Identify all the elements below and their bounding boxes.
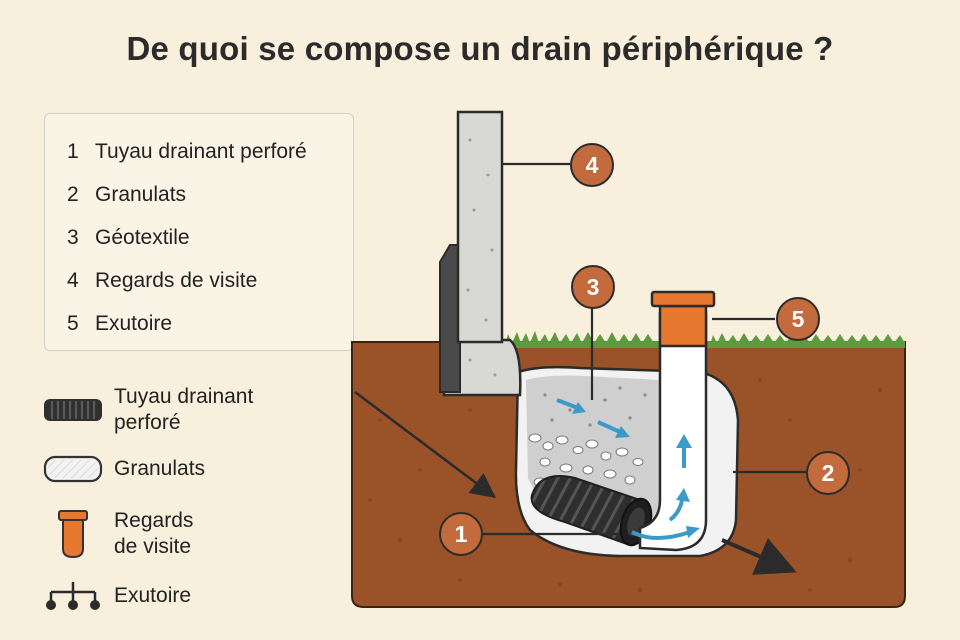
page-title: De quoi se compose un drain périphérique… [126,30,834,67]
callout-3: 3 [571,265,615,309]
legend-label: Granulats [114,457,206,480]
component-item-5: 5 Exutoire [67,312,172,336]
component-number: 5 [67,312,79,335]
component-item-1: 1 Tuyau drainant perforé [67,140,307,164]
perforated-drain-pipe [530,475,653,547]
inspection-chamber [638,290,716,552]
water-flow-arrows [556,398,700,540]
component-label: Géotextile [95,226,190,249]
legend-label: Exutoire [114,584,192,607]
pointer-arrow [354,391,496,499]
callout-1: 1 [439,512,483,556]
legend-item-gravel: Granulats [40,455,205,483]
component-number: 4 [67,269,79,292]
component-label: Granulats [95,183,187,206]
footing [440,338,522,397]
legend-item-outlet: Exutoire [40,580,191,612]
inspection-chamber-icon [40,509,106,559]
outlet-arrow [721,538,797,575]
foundation-wall [456,110,504,344]
component-label: Tuyau drainant perforé [95,140,307,163]
components-list: 1 Tuyau drainant perforé 2 Granulats 3 Géot… [44,113,354,351]
component-item-2: 2 Granulats [67,183,186,207]
component-label: Exutoire [95,312,173,335]
component-item-3: 3 Géotextile [67,226,190,250]
callout-2: 2 [806,451,850,495]
callout-5: 5 [776,297,820,341]
component-number: 2 [67,183,79,206]
component-item-4: 4 Regards de visite [67,269,257,293]
component-number: 1 [67,140,79,163]
callout-4: 4 [570,143,614,187]
drain-pipe-icon [40,397,106,423]
outlet-icon [40,580,106,612]
component-number: 3 [67,226,79,249]
gravel-icon [40,455,106,483]
component-label: Regards de visite [95,269,258,292]
